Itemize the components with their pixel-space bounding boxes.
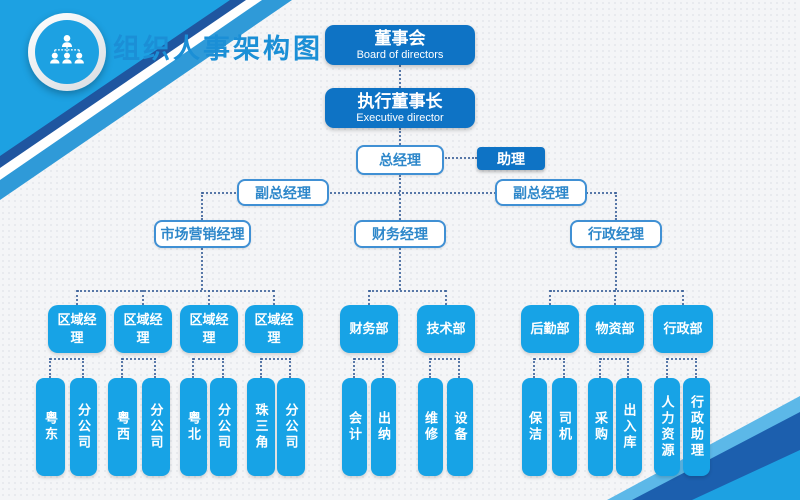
- connector: [600, 358, 629, 360]
- connector: [121, 358, 123, 378]
- connector: [615, 192, 617, 220]
- connector: [695, 358, 697, 378]
- node-warehouse: 出入库: [616, 378, 642, 476]
- node-cashier: 出纳: [371, 378, 396, 476]
- connector: [273, 290, 275, 305]
- node-deputy-gm-right: 副总经理: [495, 179, 587, 206]
- connector: [666, 358, 668, 378]
- connector: [615, 248, 617, 290]
- node-executive-director: 执行董事长 Executive director: [325, 88, 475, 128]
- connector: [142, 290, 144, 305]
- connector: [533, 358, 535, 378]
- connector: [399, 65, 401, 88]
- connector: [49, 358, 51, 378]
- connector: [399, 128, 401, 145]
- connector: [50, 358, 84, 360]
- connector: [534, 358, 565, 360]
- node-sublabel: Board of directors: [356, 48, 444, 61]
- node-label: 董事会: [374, 29, 426, 49]
- connector: [429, 358, 431, 378]
- node-accounting: 会计: [342, 378, 367, 476]
- node-admin-manager: 行政经理: [570, 220, 662, 248]
- connector: [369, 290, 446, 292]
- connector: [445, 157, 477, 159]
- connector: [201, 248, 203, 290]
- node-label: 执行董事长: [357, 92, 443, 112]
- connector: [550, 290, 683, 292]
- node-regional-manager-3: 区域经理: [180, 305, 238, 353]
- node-finance-dept: 财务部: [340, 305, 398, 353]
- node-cleaning: 保洁: [522, 378, 547, 476]
- connector: [382, 358, 384, 378]
- connector: [549, 290, 551, 305]
- connector: [260, 358, 262, 378]
- connector: [192, 358, 194, 378]
- connector: [208, 290, 210, 305]
- node-technology-dept: 技术部: [417, 305, 475, 353]
- connector: [154, 358, 156, 378]
- connector: [627, 358, 629, 378]
- node-admin-assistant: 行政助理: [683, 378, 710, 476]
- connector: [354, 358, 384, 360]
- node-maintenance: 维修: [418, 378, 443, 476]
- connector: [445, 290, 447, 305]
- node-regional-manager-4: 区域经理: [245, 305, 303, 353]
- node-regional-manager-1: 区域经理: [48, 305, 106, 353]
- node-regional-manager-2: 区域经理: [114, 305, 172, 353]
- connector: [289, 358, 291, 378]
- connector: [193, 358, 224, 360]
- node-human-resources: 人力资源: [654, 378, 680, 476]
- node-driver: 司机: [552, 378, 577, 476]
- node-purchasing: 采购: [588, 378, 613, 476]
- connector: [122, 358, 156, 360]
- node-zhusanjiao: 珠三角: [247, 378, 275, 476]
- node-yuebei: 粤北: [180, 378, 207, 476]
- connector: [76, 290, 78, 305]
- connector: [599, 358, 601, 378]
- connector: [563, 358, 565, 378]
- connector: [201, 192, 203, 220]
- connector: [399, 248, 401, 290]
- node-yuedong: 粤东: [36, 378, 65, 476]
- connector: [614, 290, 616, 305]
- connector: [222, 358, 224, 378]
- connector: [202, 192, 616, 194]
- connector: [458, 358, 460, 378]
- connector: [667, 358, 697, 360]
- page-title: 组织人事架构图: [113, 34, 323, 64]
- node-deputy-gm-left: 副总经理: [237, 179, 329, 206]
- node-materials-dept: 物资部: [586, 305, 644, 353]
- connector: [82, 358, 84, 378]
- node-marketing-manager: 市场营销经理: [154, 220, 251, 248]
- node-branch-company-4: 分公司: [277, 378, 305, 476]
- node-board-of-directors: 董事会 Board of directors: [325, 25, 475, 65]
- connector: [261, 358, 291, 360]
- node-branch-company-2: 分公司: [142, 378, 170, 476]
- node-administration-dept: 行政部: [653, 305, 713, 353]
- node-logistics-dept: 后勤部: [521, 305, 579, 353]
- node-general-manager: 总经理: [356, 145, 444, 175]
- node-assistant: 助理: [477, 147, 545, 170]
- connector: [399, 175, 401, 220]
- node-yuexi: 粤西: [108, 378, 137, 476]
- connector: [430, 358, 460, 360]
- node-sublabel: Executive director: [356, 111, 444, 124]
- node-branch-company-3: 分公司: [210, 378, 237, 476]
- org-chart-icon: [35, 20, 99, 84]
- connector: [368, 290, 370, 305]
- connector: [353, 358, 355, 378]
- logo-badge: [28, 13, 106, 91]
- node-finance-manager: 财务经理: [354, 220, 446, 248]
- node-branch-company-1: 分公司: [70, 378, 97, 476]
- connector: [682, 290, 684, 305]
- connector: [77, 290, 274, 292]
- node-equipment: 设备: [447, 378, 473, 476]
